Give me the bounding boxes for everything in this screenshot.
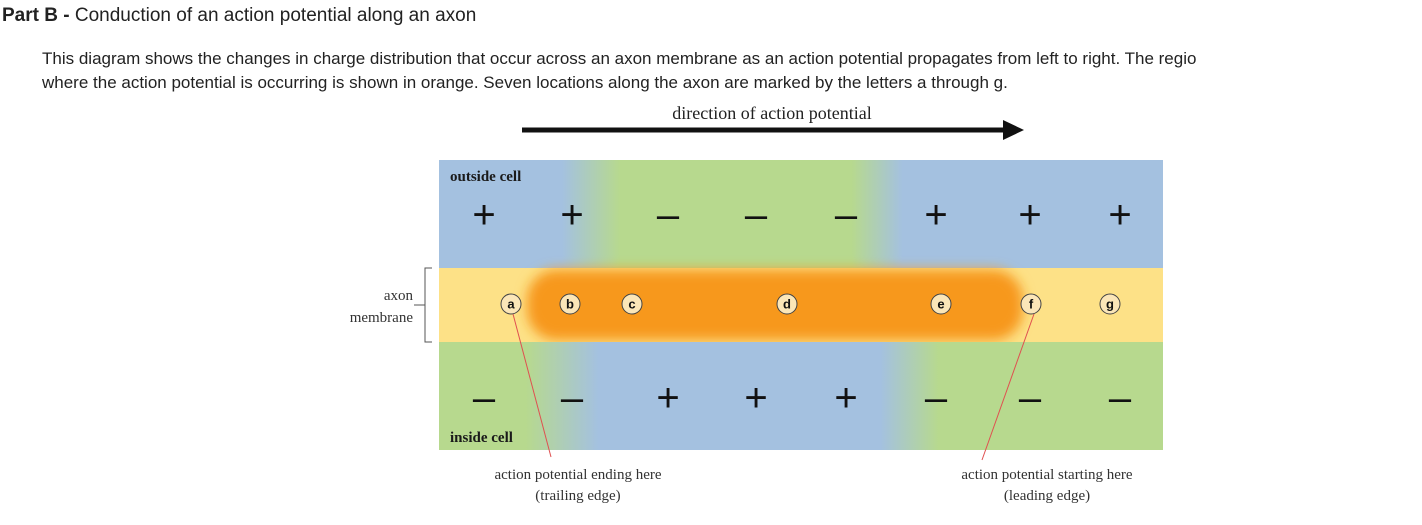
inside-cell-region [439, 342, 1163, 450]
leading-edge-label-line1: action potential starting here [961, 467, 1133, 483]
location-e: e [930, 293, 952, 315]
inside-cell-label: inside cell [450, 430, 513, 446]
membrane-label-line2: membrane [350, 310, 414, 326]
outside-charge-7: + [1018, 193, 1041, 237]
outside-charges: + + – – – + + + [472, 193, 1131, 237]
part-label: Part B - [2, 5, 70, 26]
location-f: f [1020, 293, 1042, 315]
direction-arrow-head [1003, 120, 1024, 140]
outside-charge-6: + [924, 193, 947, 237]
inside-charge-2: – [561, 376, 584, 420]
location-circle-f [1020, 293, 1042, 315]
intro-line-2: where the action potential is occurring … [42, 73, 1008, 92]
location-circle-b [559, 293, 581, 315]
trailing-edge-pointer [512, 313, 552, 458]
location-letter-f: f [1029, 297, 1034, 312]
location-letter-d: d [783, 297, 791, 312]
location-letter-c: c [628, 297, 635, 312]
intro-line-1: This diagram shows the changes in charge… [42, 49, 1197, 68]
inside-charge-7: – [1019, 376, 1042, 420]
location-circle-c [621, 293, 643, 315]
action-potential-zone [527, 270, 1023, 340]
location-d: d [776, 293, 798, 315]
inside-charge-1: – [473, 376, 496, 420]
location-a: a [500, 293, 522, 315]
inside-charges: – – + + + – – – [473, 376, 1132, 420]
outside-charge-5: – [835, 193, 858, 237]
inside-charge-3: + [656, 376, 679, 420]
outside-charge-3: – [657, 193, 680, 237]
outside-cell-region [439, 160, 1163, 268]
location-g: g [1099, 293, 1121, 315]
location-letter-e: e [937, 297, 944, 312]
location-b: b [559, 293, 581, 315]
outside-charge-1: + [472, 193, 495, 237]
intro-text: This diagram shows the changes in charge… [42, 47, 1422, 95]
trailing-edge-label-line2: (trailing edge) [535, 488, 620, 504]
location-circle-e [930, 293, 952, 315]
outside-cell-label: outside cell [450, 169, 521, 185]
membrane-label-line1: axon [384, 288, 414, 304]
outside-charge-4: – [745, 193, 768, 237]
location-letter-b: b [566, 297, 574, 312]
inside-charge-6: – [925, 376, 948, 420]
location-c: c [621, 293, 643, 315]
leading-edge-label-line2: (leading edge) [1004, 488, 1090, 504]
location-circle-a [500, 293, 522, 315]
outside-charge-8: + [1108, 193, 1131, 237]
location-circle-d [776, 293, 798, 315]
membrane-bracket [424, 267, 432, 343]
trailing-edge-label-line1: action potential ending here [494, 467, 661, 483]
leading-edge-pointer [981, 313, 1035, 461]
direction-label: direction of action potential [672, 103, 871, 123]
outside-charge-2: + [560, 193, 583, 237]
inside-charge-8: – [1109, 376, 1132, 420]
location-circle-g [1099, 293, 1121, 315]
part-title: Part B - Conduction of an action potenti… [2, 5, 476, 27]
location-markers: a b c d e f g [500, 293, 1121, 315]
inside-charge-4: + [744, 376, 767, 420]
location-letter-g: g [1106, 297, 1114, 312]
inside-charge-5: + [834, 376, 857, 420]
location-letter-a: a [507, 297, 515, 312]
part-title-text: Conduction of an action potential along … [74, 5, 477, 26]
